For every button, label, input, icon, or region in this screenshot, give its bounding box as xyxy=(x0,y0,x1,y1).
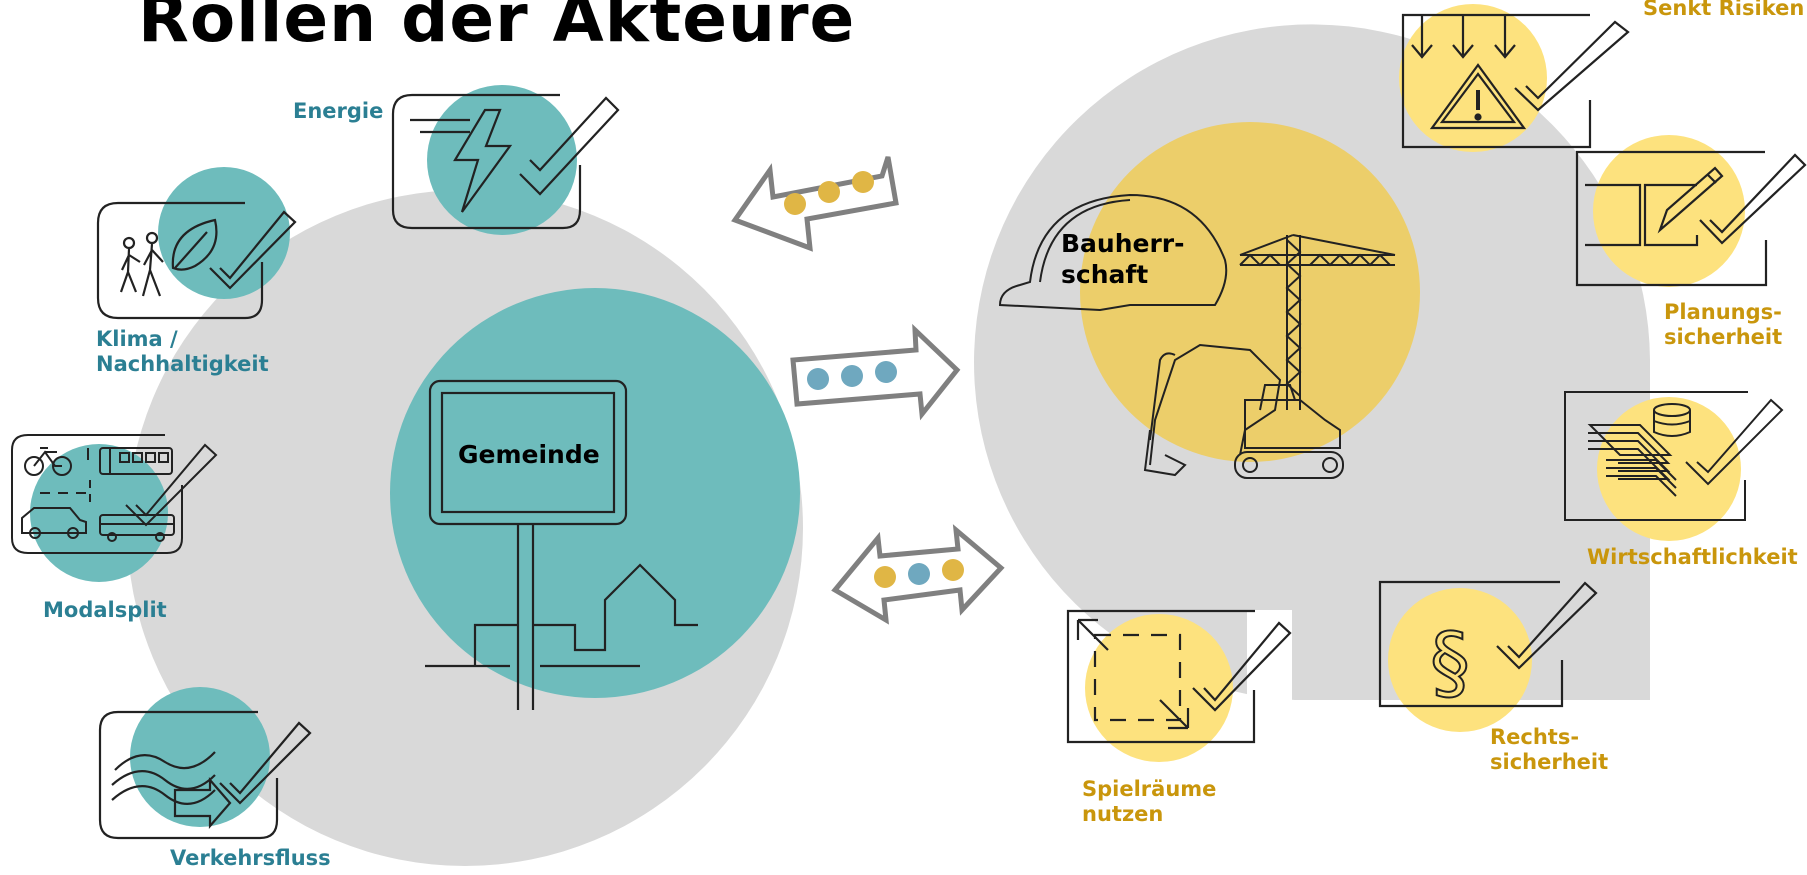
energie-teal-circle xyxy=(427,85,577,235)
planning-pencil-icon xyxy=(1575,150,1807,287)
warning-sign-icon xyxy=(1401,13,1630,149)
modalsplit-label: Modalsplit xyxy=(43,598,167,622)
arrow-bidirectional xyxy=(831,524,1005,625)
paragraph-icon: § xyxy=(1378,580,1598,710)
arrow3-dot-1 xyxy=(874,566,896,588)
risiken-label: Senkt Risiken xyxy=(1643,0,1805,20)
planung-label: Planungs- sicherheit xyxy=(1664,300,1783,349)
arrow2-dot-3 xyxy=(875,361,897,383)
arrow3-dot-2 xyxy=(908,563,930,585)
wirtschaft-label: Wirtschaftlichkeit xyxy=(1587,545,1798,569)
klima-label: Klima / Nachhaltigkeit xyxy=(96,327,269,376)
recht-label: Rechts- sicherheit xyxy=(1490,725,1609,774)
verkehrsfluss-label: Verkehrsfluss xyxy=(170,846,331,870)
bauherrschaft-gold-circle xyxy=(1080,122,1420,462)
traffic-flow-icon xyxy=(98,710,312,840)
verkehrsfluss-teal-circle xyxy=(130,687,270,827)
svg-text:§: § xyxy=(1430,616,1470,709)
construction-icon xyxy=(998,193,1396,479)
arrow3-dot-3 xyxy=(942,559,964,581)
arrow2-dot-2 xyxy=(841,365,863,387)
arrow-to-gemeinde xyxy=(731,156,899,252)
arrow2-dot-1 xyxy=(807,368,829,390)
money-icon xyxy=(1564,391,1784,521)
gemeinde-label: Gemeinde xyxy=(458,440,600,469)
klima-teal-circle xyxy=(158,167,290,299)
recht-gold-circle xyxy=(1388,588,1532,732)
transport-modes-icon xyxy=(11,434,218,554)
arrow1-dot-3 xyxy=(852,171,874,193)
bauherrschaft-label: Bauherr- schaft xyxy=(1061,229,1185,289)
spielraum-label: Spielräume nutzen xyxy=(1082,777,1217,826)
spielraum-gold-circle xyxy=(1085,614,1233,762)
town-sign-icon xyxy=(425,379,698,710)
arrow1-dot-2 xyxy=(818,181,840,203)
expand-frame-icon xyxy=(1066,609,1292,744)
planung-gold-circle xyxy=(1593,135,1745,287)
arrow1-dot-1 xyxy=(784,193,806,215)
leaf-walkers-icon xyxy=(96,201,297,320)
lightning-icon xyxy=(391,93,620,230)
arrow-to-bauherrschaft xyxy=(790,323,961,421)
page-title: Rollen der Akteure xyxy=(138,0,856,57)
energie-label: Energie xyxy=(293,99,384,123)
gemeinde-teal-circle xyxy=(390,288,800,698)
modalsplit-teal-circle xyxy=(30,444,168,582)
